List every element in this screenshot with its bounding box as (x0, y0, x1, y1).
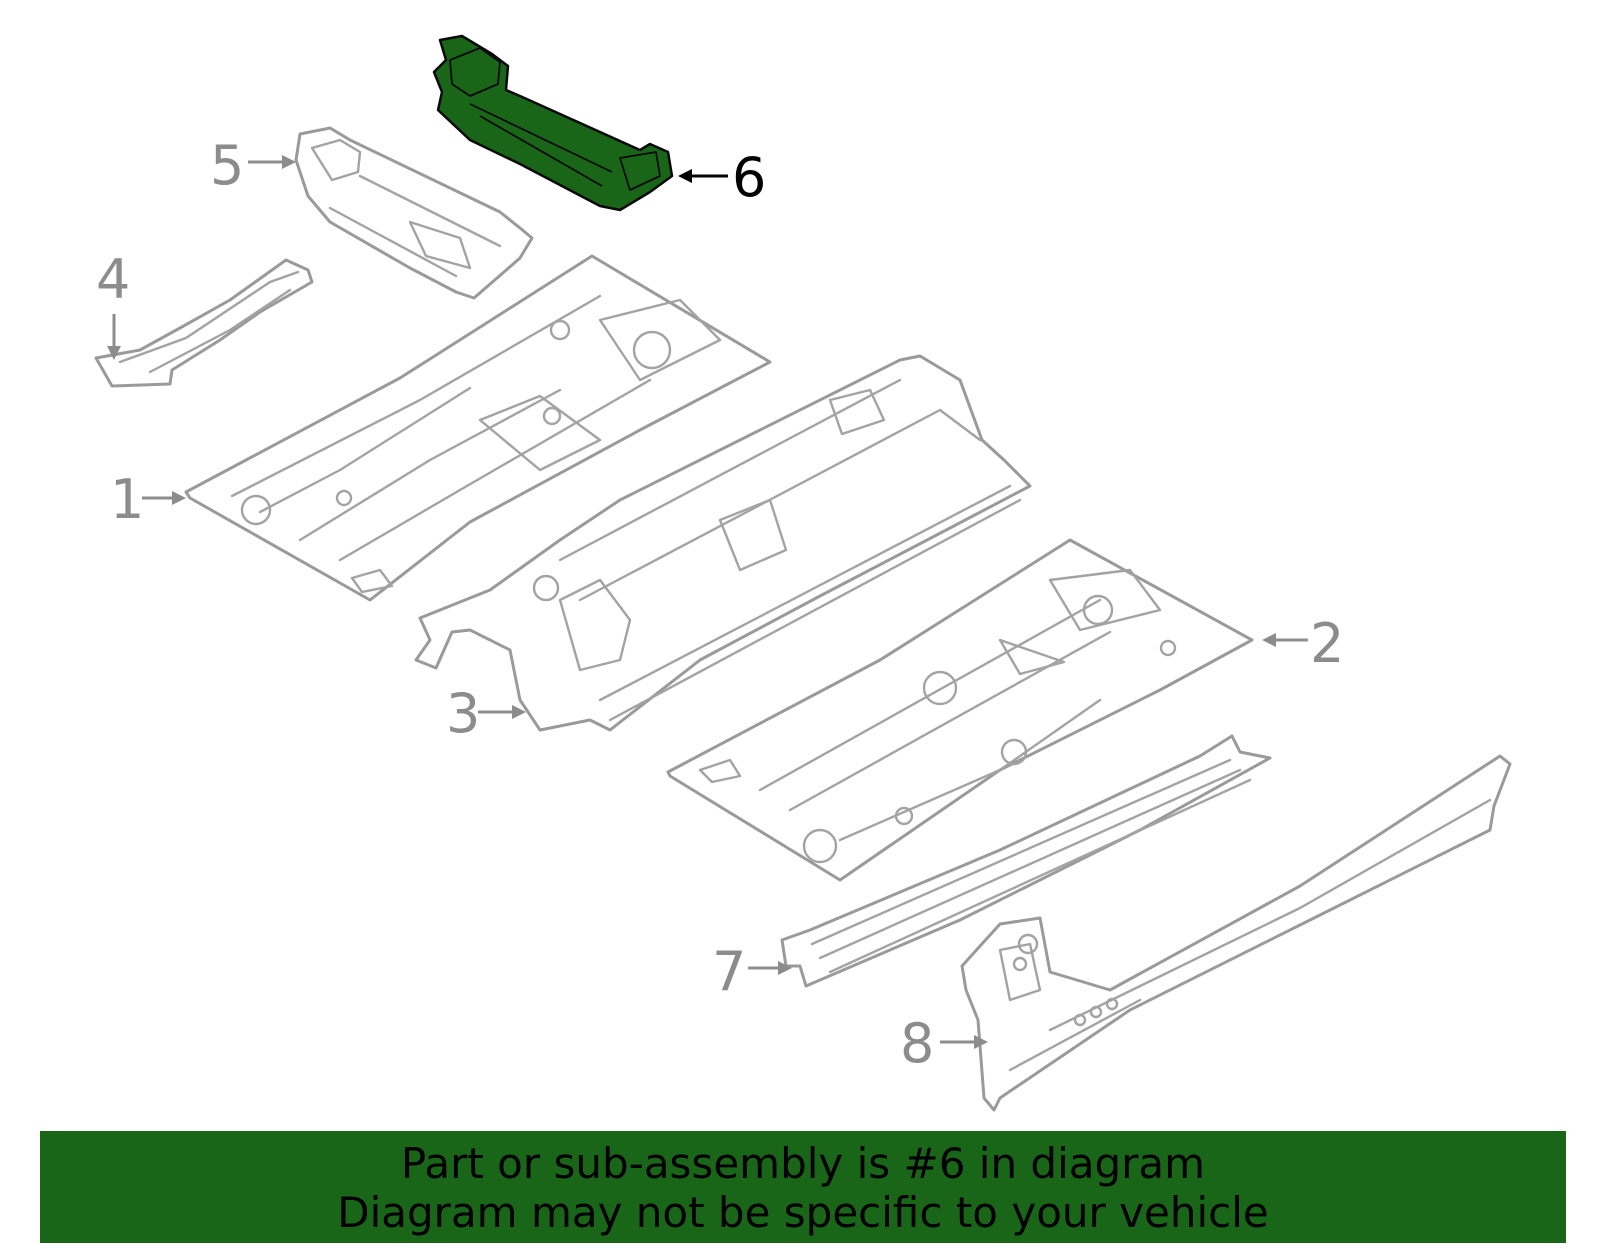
callout-5: 5 (210, 134, 244, 197)
banner-line-1: Part or sub-assembly is #6 in diagram (400, 1139, 1206, 1188)
callout-1: 1 (110, 468, 144, 531)
callout-2: 2 (1310, 612, 1344, 675)
callout-4: 4 (96, 248, 130, 311)
banner-line-2: Diagram may not be specific to your vehi… (337, 1188, 1269, 1237)
part-5-crossmember (294, 126, 534, 300)
part-2-floor-pan (666, 538, 1254, 882)
info-banner: Part or sub-assembly is #6 in diagram Di… (40, 1131, 1566, 1243)
part-6-crossmember (432, 34, 674, 212)
part-4-bracket (94, 258, 314, 388)
callout-8: 8 (900, 1012, 934, 1075)
callout-6: 6 (732, 146, 766, 209)
callout-7: 7 (712, 940, 746, 1003)
part-7-inner-rocker (780, 734, 1272, 988)
part-3-tunnel (414, 354, 1032, 732)
part-1-floor-pan (184, 254, 772, 602)
part-8-outer-rocker (960, 754, 1512, 1112)
callout-3: 3 (446, 682, 480, 745)
parts-diagram: 1 2 3 4 5 6 7 8 (94, 34, 1512, 1112)
callout-arrows (107, 155, 1308, 1049)
